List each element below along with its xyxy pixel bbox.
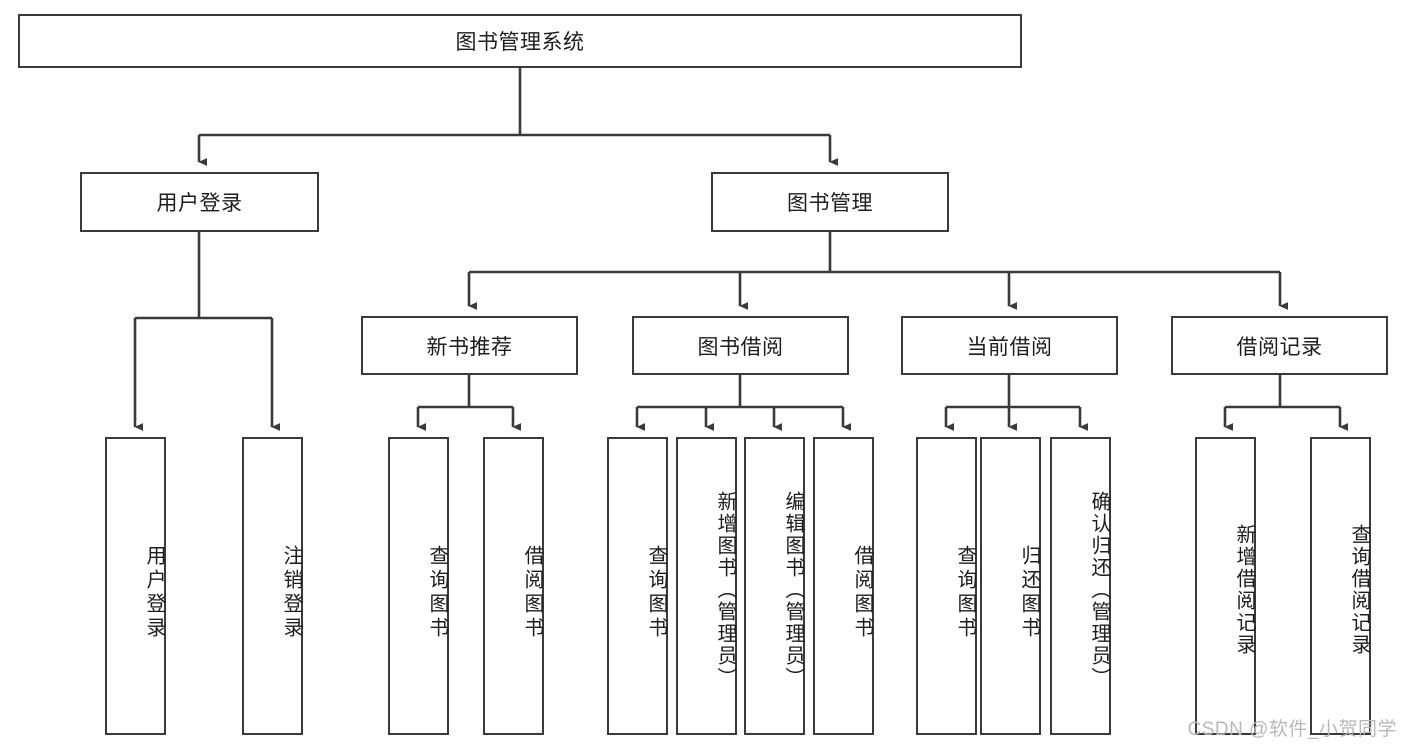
node-label: 查询借阅记录 [1348, 524, 1370, 656]
leaf-user-logout[interactable]: 注销登录 [242, 437, 303, 735]
leaf-record-add[interactable]: 新增借阅记录 [1195, 437, 1256, 735]
node-label: 新增借阅记录 [1233, 524, 1255, 656]
node-label: 图书管理 [787, 192, 873, 215]
leaf-new-book-borrow[interactable]: 借阅图书 [483, 437, 544, 735]
node-label: 注销登录 [280, 545, 302, 641]
node-book-management[interactable]: 图书管理 [711, 172, 949, 232]
node-label: 新书推荐 [426, 335, 513, 359]
leaf-record-query[interactable]: 查询借阅记录 [1310, 437, 1371, 735]
node-borrow-record[interactable]: 借阅记录 [1171, 316, 1388, 375]
leaf-current-return-book[interactable]: 归还图书 [980, 437, 1041, 735]
node-new-book-recommend[interactable]: 新书推荐 [361, 316, 578, 375]
node-label: 查询图书 [645, 545, 667, 641]
node-label: 归还图书 [1018, 545, 1040, 641]
leaf-user-login[interactable]: 用户登录 [105, 437, 166, 735]
leaf-current-query-book[interactable]: 查询图书 [916, 437, 977, 735]
leaf-borrow-borrow-book[interactable]: 借阅图书 [813, 437, 874, 735]
node-label: 图书管理系统 [455, 31, 585, 54]
node-user-login[interactable]: 用户登录 [80, 172, 319, 232]
node-label: 用户登录 [156, 192, 243, 215]
node-label: 查询图书 [954, 545, 976, 641]
node-label: 查询图书 [426, 545, 448, 641]
node-label: 编辑图书（管理员） [782, 491, 804, 689]
node-label: 图书借阅 [697, 335, 784, 359]
node-label: 用户登录 [143, 545, 165, 641]
leaf-borrow-edit-book-admin[interactable]: 编辑图书（管理员） [744, 437, 805, 735]
node-label: 借阅图书 [521, 545, 543, 641]
node-label: 借阅图书 [851, 545, 873, 641]
leaf-borrow-query-book[interactable]: 查询图书 [607, 437, 668, 735]
node-label: 确认归还（管理员） [1088, 491, 1110, 689]
node-current-borrow[interactable]: 当前借阅 [901, 316, 1118, 375]
node-book-borrow[interactable]: 图书借阅 [632, 316, 849, 375]
node-label: 当前借阅 [966, 335, 1053, 359]
leaf-new-book-query[interactable]: 查询图书 [388, 437, 449, 735]
node-label: 借阅记录 [1236, 335, 1323, 359]
leaf-borrow-add-book-admin[interactable]: 新增图书（管理员） [676, 437, 737, 735]
node-root-system[interactable]: 图书管理系统 [18, 14, 1022, 68]
node-label: 新增图书（管理员） [714, 491, 736, 689]
leaf-current-confirm-return-admin[interactable]: 确认归还（管理员） [1050, 437, 1111, 735]
